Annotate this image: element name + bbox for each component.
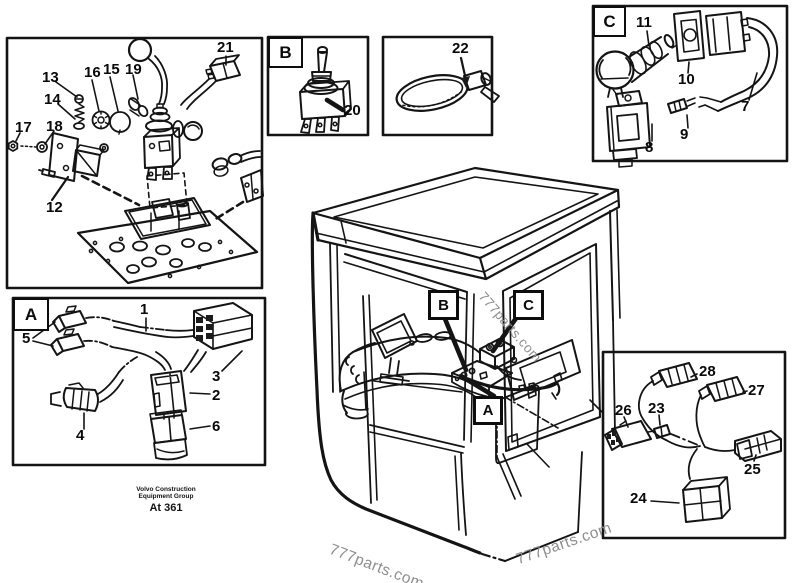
harness-panel-border [601,350,787,540]
panel-borders [5,4,789,540]
part-number-22: 22 [452,40,469,57]
part-number-10: 10 [678,71,695,88]
part-number-23: 23 [648,400,665,417]
arrow-to-b-location [440,311,469,373]
cab-callout-a: A [473,396,503,425]
harness-a-drawing [32,302,253,461]
arrow-to-a-location [458,373,497,399]
panel-b-label: B [268,37,303,68]
connector-27 [706,376,746,402]
part-number-13: 13 [42,69,59,86]
part-number-24: 24 [630,490,647,507]
knob-11 [595,50,635,90]
part-number-25: 25 [744,461,761,478]
cab-callout-c: C [513,290,544,320]
part-number-28: 28 [699,363,716,380]
part-number-9: 9 [680,126,689,143]
connector-25 [734,430,782,462]
leader-12 [50,175,70,202]
switch-body [143,134,174,169]
part-number-2: 2 [212,387,221,404]
leader-20 [324,97,346,113]
cab-door-panel [495,384,540,465]
part-number-5: 5 [22,330,31,347]
part-number-3: 3 [212,368,221,385]
part-number-1: 1 [140,301,149,318]
hose-clamp-drawing [395,56,500,112]
switch-housing-10 [673,10,705,62]
part-number-7: 7 [741,98,750,115]
part-number-14: 14 [44,91,61,108]
part-number-15: 15 [103,61,120,78]
arrow-22 [459,56,468,82]
exploded-instrument-panel-drawing [7,37,264,285]
switch-b-panel-border [266,35,370,137]
part-number-8: 8 [645,139,654,156]
part-number-27: 27 [748,382,765,399]
cab-instrument-screen [371,313,418,359]
bracket-8 [606,102,651,152]
part-number-12: 12 [46,199,63,216]
part-number-21: 21 [217,39,234,56]
part-number-17: 17 [15,119,32,136]
part-number-6: 6 [212,418,221,435]
connector-28 [658,362,698,388]
part-number-11: 11 [636,14,652,31]
nut-17 [7,140,19,152]
part-number-20: 20 [344,102,361,119]
cab-switch-cluster [479,338,515,370]
panel-a-label: A [13,298,49,331]
footer-company-line2: Equipment Group [138,493,194,501]
part-number-16: 16 [84,64,101,81]
harness-a-panel-border [11,296,267,467]
footer-company-line1: Volvo Construction [136,486,196,493]
splice-23 [653,424,671,439]
toggle-switch-drawing [299,46,352,134]
panel-c-label: C [593,6,626,37]
part-number-4: 4 [76,427,85,444]
exploded-panel-border [5,36,264,290]
clamp-panel-border [381,35,494,137]
relay-connector-3 [193,302,253,350]
figure-code: At 361 [149,502,183,515]
cab-callout-b: B [428,290,459,320]
mounting-plate [76,209,259,285]
cab-drawing [310,166,621,563]
cab-left-outline [310,212,482,555]
lamp-c-panel-border [591,4,789,163]
arrow-to-c-location [490,311,522,354]
footer-block: Volvo Construction Equipment Group At 36… [118,486,214,514]
harness-23-28-drawing [604,362,782,523]
part-number-19: 19 [125,61,142,78]
knob-circle [127,37,153,63]
part-number-18: 18 [46,118,63,135]
part-number-26: 26 [615,402,632,419]
lamp-switch-c-drawing [595,10,779,168]
